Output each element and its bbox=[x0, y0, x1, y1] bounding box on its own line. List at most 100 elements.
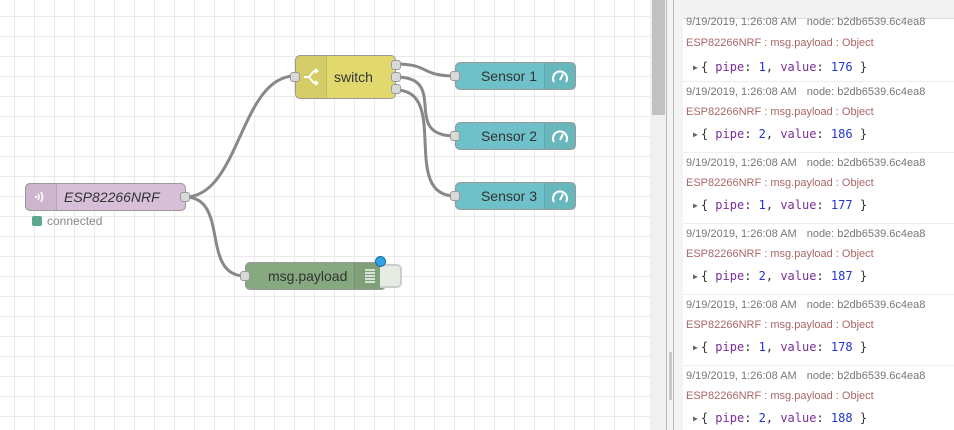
list-lines-icon bbox=[354, 263, 385, 289]
sensor1-label: Sensor 1 bbox=[480, 68, 537, 84]
debug-message[interactable]: 9/19/2019, 1:26:08 AM node: b2db6539.6c4e… bbox=[683, 82, 954, 153]
payload-key: value bbox=[780, 127, 817, 141]
debug-sidebar: 9/19/2019, 1:26:08 AM node: b2db6539.6c4e… bbox=[674, 0, 954, 430]
message-topic: ESP82266NRF : msg.payload : Object bbox=[686, 177, 874, 189]
switch-node-label: switch bbox=[334, 69, 373, 85]
payload-value: 177 bbox=[830, 198, 853, 212]
expand-caret-icon[interactable]: ▶ bbox=[693, 414, 698, 423]
workspace-scrollbar[interactable] bbox=[650, 0, 666, 430]
message-payload[interactable]: ▶{ pipe: 2, value: 186 } bbox=[693, 127, 868, 141]
payload-key: value bbox=[780, 60, 817, 74]
switch-output-port-2[interactable] bbox=[391, 72, 401, 82]
message-node-id[interactable]: node: b2db6539.6c4ea8 bbox=[806, 16, 926, 28]
debug-node[interactable]: msg.payload bbox=[240, 262, 386, 290]
expand-caret-icon[interactable]: ▶ bbox=[693, 130, 698, 139]
expand-caret-icon[interactable]: ▶ bbox=[693, 63, 698, 72]
debug-message[interactable]: 9/19/2019, 1:26:08 AM node: b2db6539.6c4e… bbox=[683, 366, 954, 430]
sensor1-node[interactable]: Sensor 1 bbox=[450, 62, 576, 90]
esp82266nrf-label: ESP82266NRF bbox=[64, 189, 160, 205]
message-node-id[interactable]: node: b2db6539.6c4ea8 bbox=[806, 157, 926, 169]
wire-switch-to-sensor3[interactable] bbox=[395, 88, 456, 198]
message-timestamp: 9/19/2019, 1:26:08 AM bbox=[686, 370, 797, 382]
message-topic: ESP82266NRF : msg.payload : Object bbox=[686, 106, 874, 118]
switch-output-port-1[interactable] bbox=[391, 60, 401, 70]
radio-waves-icon bbox=[26, 184, 57, 210]
payload-pipe: 1 bbox=[758, 198, 766, 212]
switch-output-port-3[interactable] bbox=[391, 84, 401, 94]
gauge-icon bbox=[544, 123, 575, 149]
debug-message[interactable]: 9/19/2019, 1:26:08 AM node: b2db6539.6c4e… bbox=[683, 295, 954, 366]
payload-key: pipe bbox=[715, 340, 745, 354]
payload-key: pipe bbox=[715, 269, 745, 283]
payload-key: value bbox=[780, 340, 817, 354]
payload-value: 178 bbox=[830, 340, 853, 354]
message-topic: ESP82266NRF : msg.payload : Object bbox=[686, 390, 874, 402]
sensor3-label: Sensor 3 bbox=[480, 188, 537, 204]
payload-key: pipe bbox=[715, 198, 745, 212]
message-payload[interactable]: ▶{ pipe: 2, value: 188 } bbox=[693, 411, 868, 425]
switch-fork-icon bbox=[296, 56, 327, 98]
expand-caret-icon[interactable]: ▶ bbox=[693, 272, 698, 281]
sensor2-input-port[interactable] bbox=[450, 131, 460, 141]
message-meta: 9/19/2019, 1:26:08 AM node: b2db6539.6c4e… bbox=[686, 370, 925, 382]
payload-pipe: 2 bbox=[758, 411, 766, 425]
node-status: connected bbox=[32, 214, 102, 228]
sidebar-header bbox=[674, 0, 954, 19]
payload-key: pipe bbox=[715, 60, 745, 74]
payload-key: value bbox=[780, 198, 817, 212]
sensor1-input-port[interactable] bbox=[450, 71, 460, 81]
message-meta: 9/19/2019, 1:26:08 AM node: b2db6539.6c4e… bbox=[686, 299, 925, 311]
debug-toggle-button[interactable] bbox=[380, 264, 402, 288]
sensor3-node[interactable]: Sensor 3 bbox=[450, 182, 576, 210]
payload-key: value bbox=[780, 411, 817, 425]
gauge-icon bbox=[544, 63, 575, 89]
expand-caret-icon[interactable]: ▶ bbox=[693, 201, 698, 210]
message-timestamp: 9/19/2019, 1:26:08 AM bbox=[686, 299, 797, 311]
separator-handle[interactable] bbox=[669, 352, 672, 400]
sensor3-input-port[interactable] bbox=[450, 191, 460, 201]
payload-pipe: 2 bbox=[758, 127, 766, 141]
wire-esp-to-debug[interactable] bbox=[184, 195, 246, 278]
esp82266nrf-node[interactable]: ESP82266NRF bbox=[25, 183, 190, 211]
debug-message[interactable]: 9/19/2019, 1:26:08 AM node: b2db6539.6c4e… bbox=[683, 224, 954, 295]
payload-key: pipe bbox=[715, 411, 745, 425]
message-node-id[interactable]: node: b2db6539.6c4ea8 bbox=[806, 370, 926, 382]
sensor2-node[interactable]: Sensor 2 bbox=[450, 122, 576, 150]
message-node-id[interactable]: node: b2db6539.6c4ea8 bbox=[806, 299, 926, 311]
message-payload[interactable]: ▶{ pipe: 2, value: 187 } bbox=[693, 269, 868, 283]
expand-caret-icon[interactable]: ▶ bbox=[693, 343, 698, 352]
changed-indicator bbox=[375, 256, 386, 267]
workspace-scrollbar-thumb[interactable] bbox=[652, 0, 665, 115]
payload-pipe: 1 bbox=[758, 340, 766, 354]
message-payload[interactable]: ▶{ pipe: 1, value: 176 } bbox=[693, 60, 868, 74]
message-payload[interactable]: ▶{ pipe: 1, value: 178 } bbox=[693, 340, 868, 354]
payload-value: 176 bbox=[830, 60, 853, 74]
switch-input-port[interactable] bbox=[290, 72, 300, 82]
status-dot bbox=[32, 216, 42, 226]
payload-value: 188 bbox=[830, 411, 853, 425]
message-node-id[interactable]: node: b2db6539.6c4ea8 bbox=[806, 86, 926, 98]
message-node-id[interactable]: node: b2db6539.6c4ea8 bbox=[806, 228, 926, 240]
payload-pipe: 2 bbox=[758, 269, 766, 283]
sidebar-separator[interactable] bbox=[666, 0, 674, 430]
message-payload[interactable]: ▶{ pipe: 1, value: 177 } bbox=[693, 198, 868, 212]
message-topic: ESP82266NRF : msg.payload : Object bbox=[686, 319, 874, 331]
debug-message bbox=[683, 0, 954, 18]
switch-node[interactable]: switch bbox=[290, 55, 401, 99]
wire-switch-to-sensor2[interactable] bbox=[395, 75, 456, 138]
payload-key: value bbox=[780, 269, 817, 283]
payload-value: 186 bbox=[830, 127, 853, 141]
message-meta: 9/19/2019, 1:26:08 AM node: b2db6539.6c4e… bbox=[686, 228, 925, 240]
message-timestamp: 9/19/2019, 1:26:08 AM bbox=[686, 228, 797, 240]
flow-workspace[interactable]: switch Sensor 1 Sensor 2 Sensor 3 ESP822… bbox=[0, 0, 650, 430]
esp82266nrf-output-port[interactable] bbox=[180, 192, 190, 202]
debug-input-port[interactable] bbox=[240, 271, 250, 281]
payload-key: pipe bbox=[715, 127, 745, 141]
wire-esp-to-switch[interactable] bbox=[184, 74, 296, 199]
message-timestamp: 9/19/2019, 1:26:08 AM bbox=[686, 86, 797, 98]
wire-switch-to-sensor1[interactable] bbox=[395, 62, 456, 78]
